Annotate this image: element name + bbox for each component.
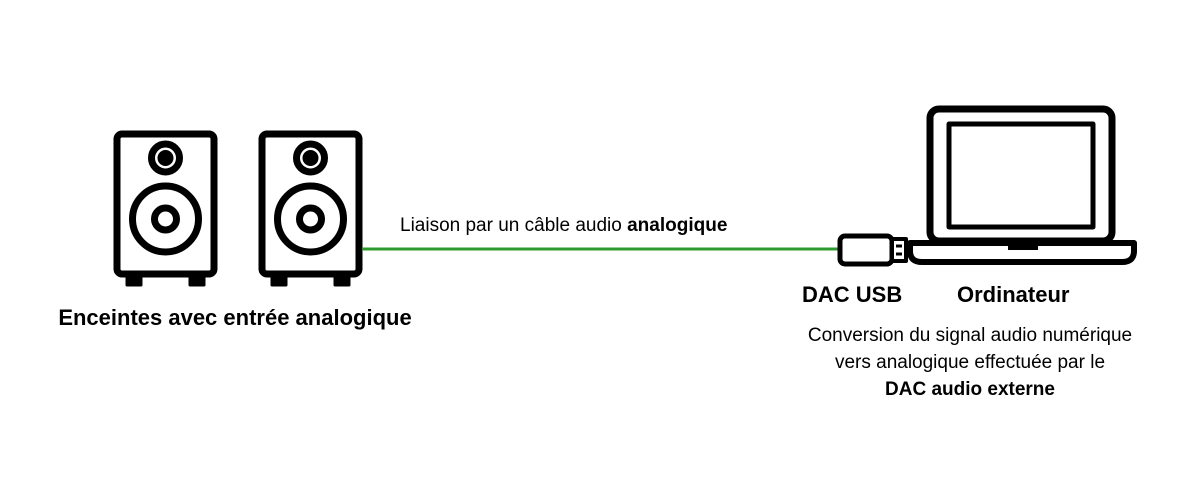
speaker-left-icon bbox=[113, 130, 218, 287]
conversion-line-2: vers analogique effectuée par le bbox=[834, 352, 1106, 373]
speakers-label: Enceintes avec entrée analogique bbox=[58, 305, 412, 330]
dac-label: DAC USB bbox=[802, 282, 903, 307]
speaker-right-icon bbox=[258, 130, 363, 287]
conversion-line-1: Conversion du signal audio numérique bbox=[807, 325, 1133, 346]
cable-label-emphasis: analogique bbox=[627, 215, 728, 236]
laptop-icon bbox=[907, 105, 1137, 265]
conversion-line-3: DAC audio externe bbox=[885, 379, 1055, 400]
computer-label: Ordinateur bbox=[957, 282, 1070, 307]
usb-dac-icon bbox=[837, 233, 908, 267]
cable-label: Liaison par un câble audio analogique bbox=[400, 216, 727, 235]
cable-label-text: Liaison par un câble audio bbox=[400, 215, 628, 236]
conversion-description: Conversion du signal audio numérique ver… bbox=[760, 322, 1180, 403]
